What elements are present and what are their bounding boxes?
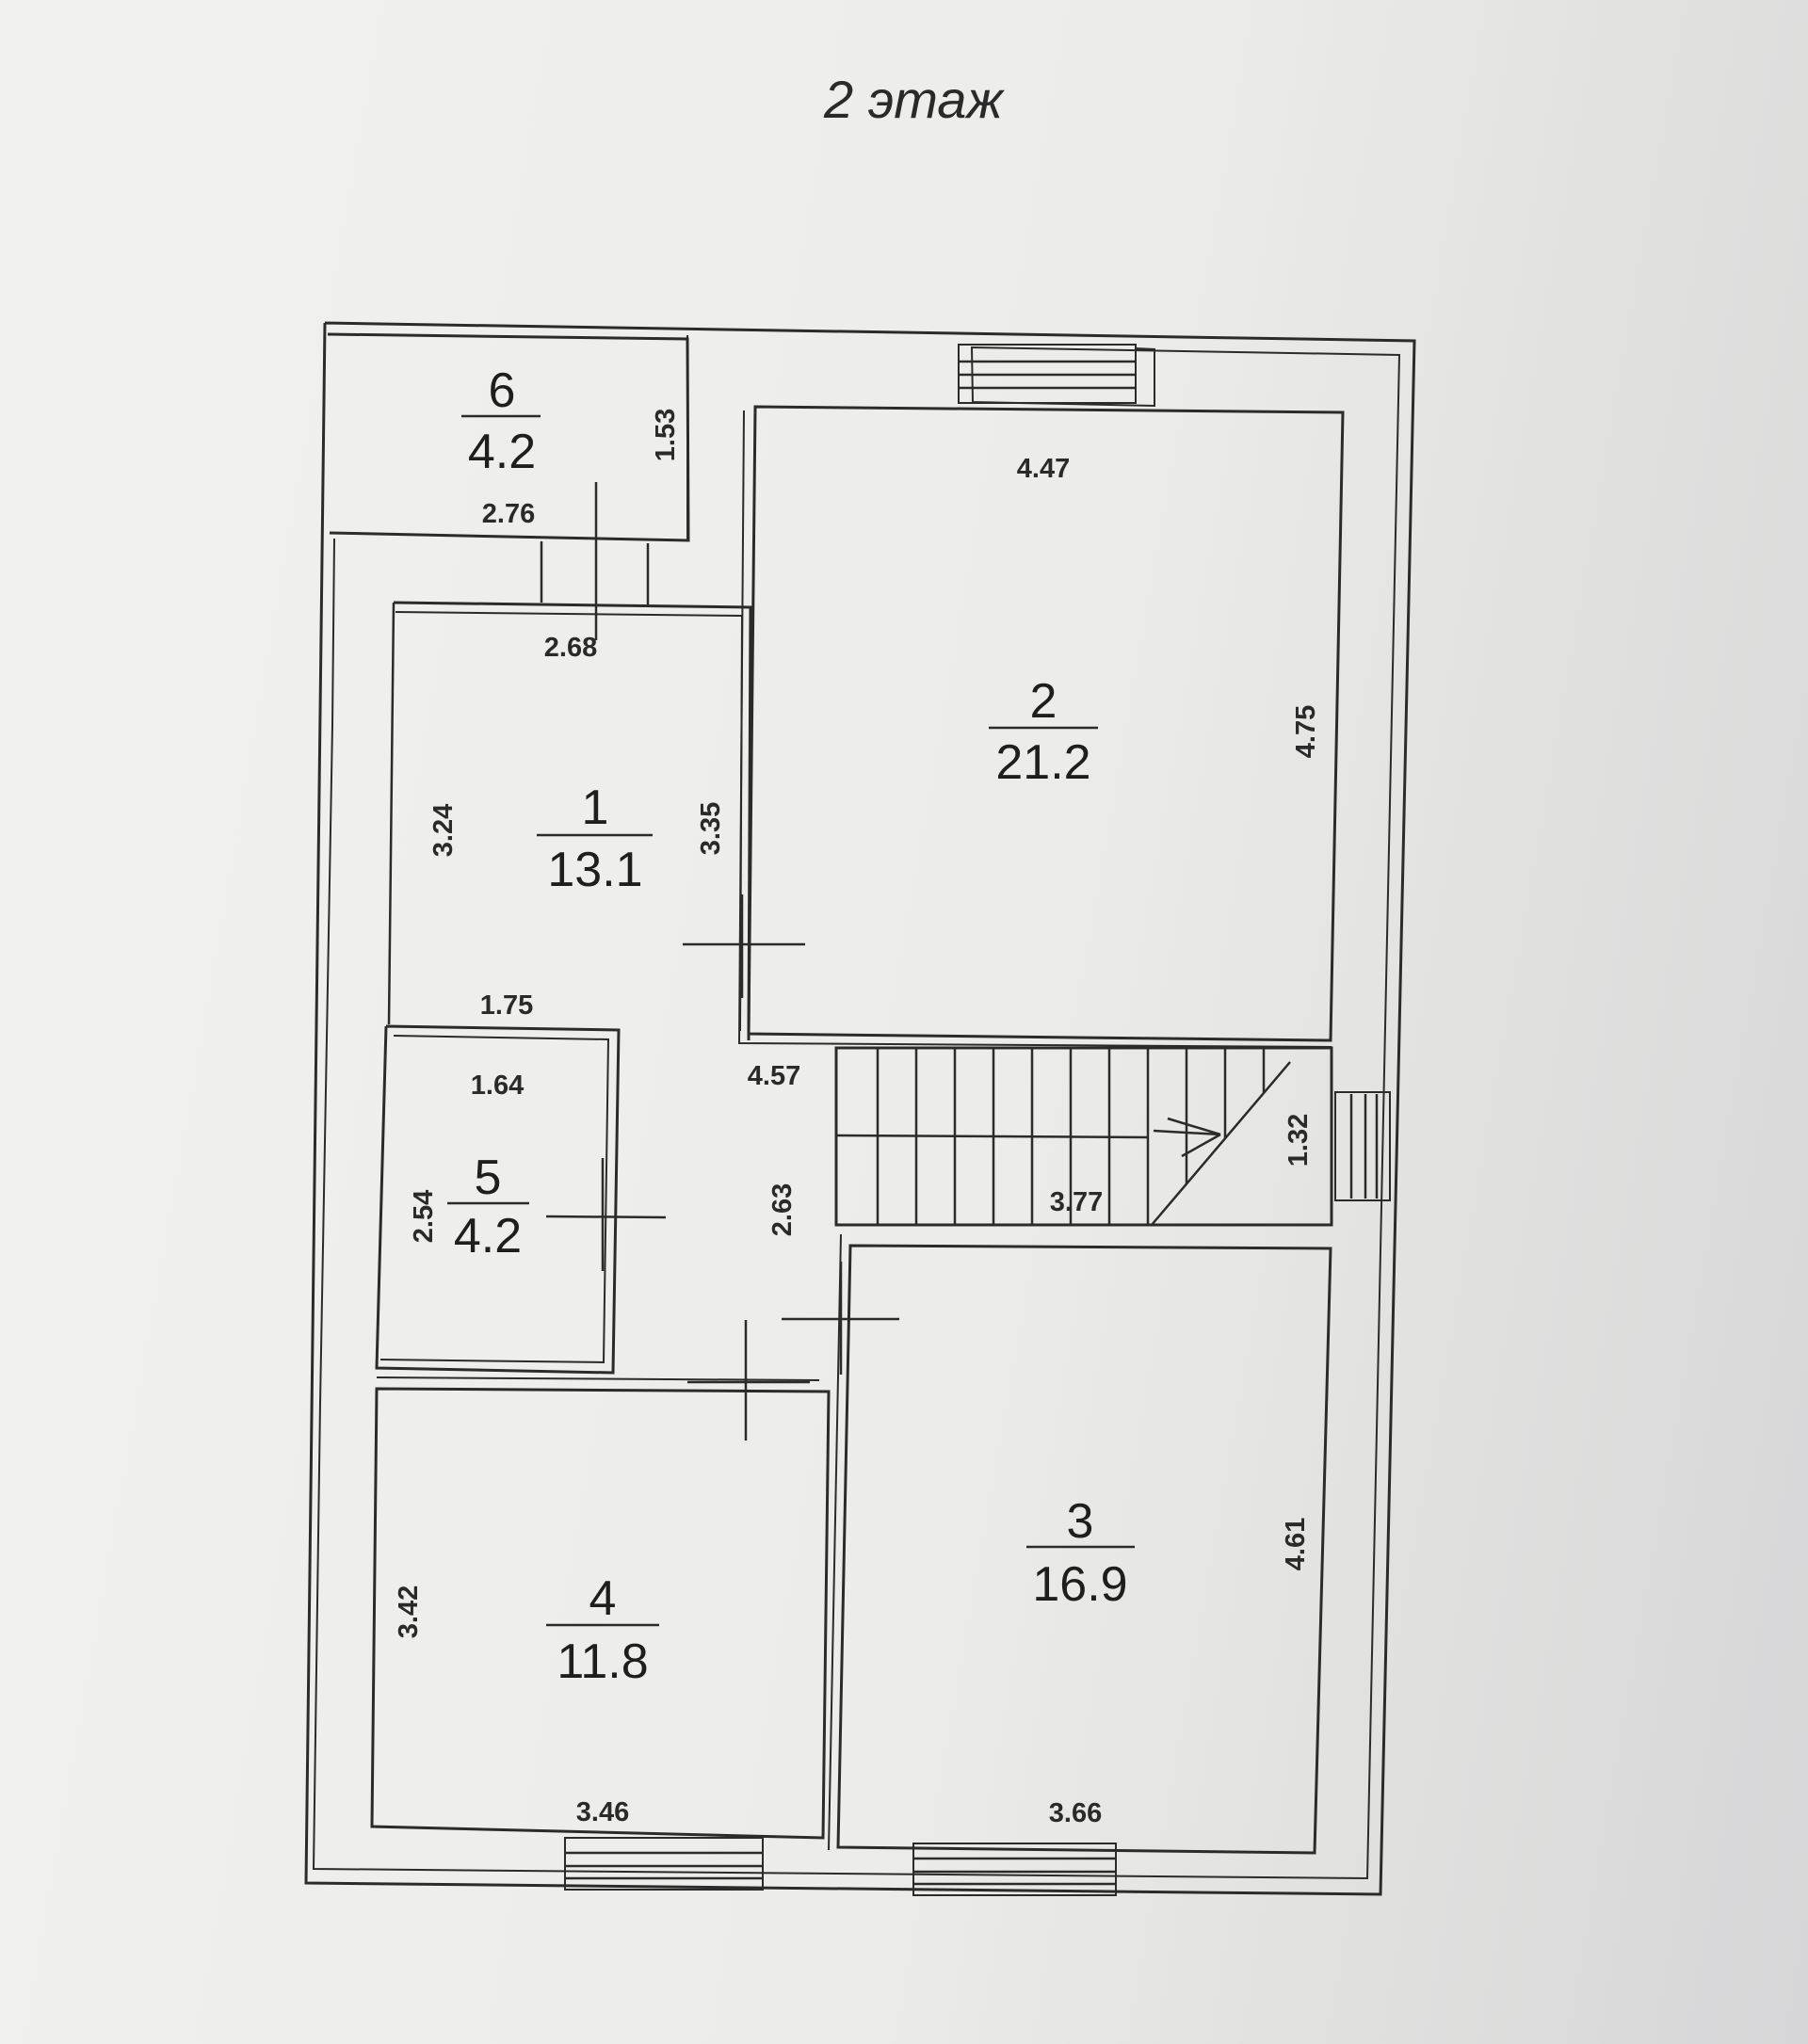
dim-r1-bottom: 1.75 [480, 990, 533, 1021]
dim-r4-left: 3.42 [394, 1585, 424, 1638]
room-5-number: 5 [475, 1151, 502, 1205]
dim-stair-height: 1.32 [1283, 1114, 1314, 1167]
door-room6 [540, 482, 650, 640]
outer-walls [304, 321, 1416, 1896]
dim-r3-right: 4.61 [1281, 1518, 1311, 1570]
room-6-label: 6 4.2 [461, 363, 541, 479]
stairs [834, 1046, 1333, 1227]
dim-r4-bottom: 3.46 [576, 1797, 629, 1827]
room-3-number: 3 [1067, 1494, 1094, 1549]
room-1-number: 1 [582, 781, 609, 835]
room-3-label: 3 16.9 [1026, 1494, 1135, 1612]
window-right [1334, 1091, 1391, 1201]
dim-r5-left: 2.54 [409, 1190, 439, 1243]
dim-r2-top: 4.47 [1017, 454, 1070, 484]
dim-r6-width: 2.76 [482, 499, 535, 529]
room-5-label: 5 4.2 [447, 1151, 529, 1263]
room-2-number: 2 [1030, 674, 1057, 729]
room-6 [327, 332, 690, 542]
floor-title: 2 этаж [823, 70, 1005, 129]
room-4-area: 11.8 [557, 1634, 648, 1689]
dim-r3-bottom: 3.66 [1049, 1798, 1102, 1828]
room-4-number: 4 [589, 1571, 617, 1626]
window-bottom-left [564, 1837, 764, 1891]
room-5-area: 4.2 [454, 1209, 522, 1263]
room-3 [782, 1233, 1332, 1855]
room-2-area: 21.2 [995, 735, 1090, 790]
dim-stair-width: 3.77 [1050, 1187, 1103, 1217]
room-4-label: 4 11.8 [546, 1571, 659, 1689]
dim-r1-top: 2.68 [544, 633, 597, 663]
room-6-area: 4.2 [468, 425, 536, 479]
window-top [958, 344, 1137, 404]
window-bottom-right [912, 1843, 1117, 1896]
room-1-area: 13.1 [547, 843, 642, 897]
room-5 [375, 1024, 667, 1375]
room-4 [370, 1320, 831, 1840]
dim-hall-height: 2.63 [767, 1183, 798, 1236]
room-1-label: 1 13.1 [537, 781, 653, 897]
room-3-area: 16.9 [1032, 1557, 1127, 1612]
room-2-label: 2 21.2 [989, 674, 1098, 790]
dim-hall-width: 4.57 [748, 1061, 800, 1091]
dim-r6-height: 1.53 [651, 409, 681, 461]
room-6-number: 6 [489, 363, 516, 418]
room-2 [737, 405, 1345, 1048]
dim-r1-left: 3.24 [428, 804, 459, 857]
dim-r5-top: 1.64 [471, 1070, 524, 1101]
dim-r2-right: 4.75 [1291, 705, 1321, 758]
dim-r1-right: 3.35 [696, 802, 726, 855]
